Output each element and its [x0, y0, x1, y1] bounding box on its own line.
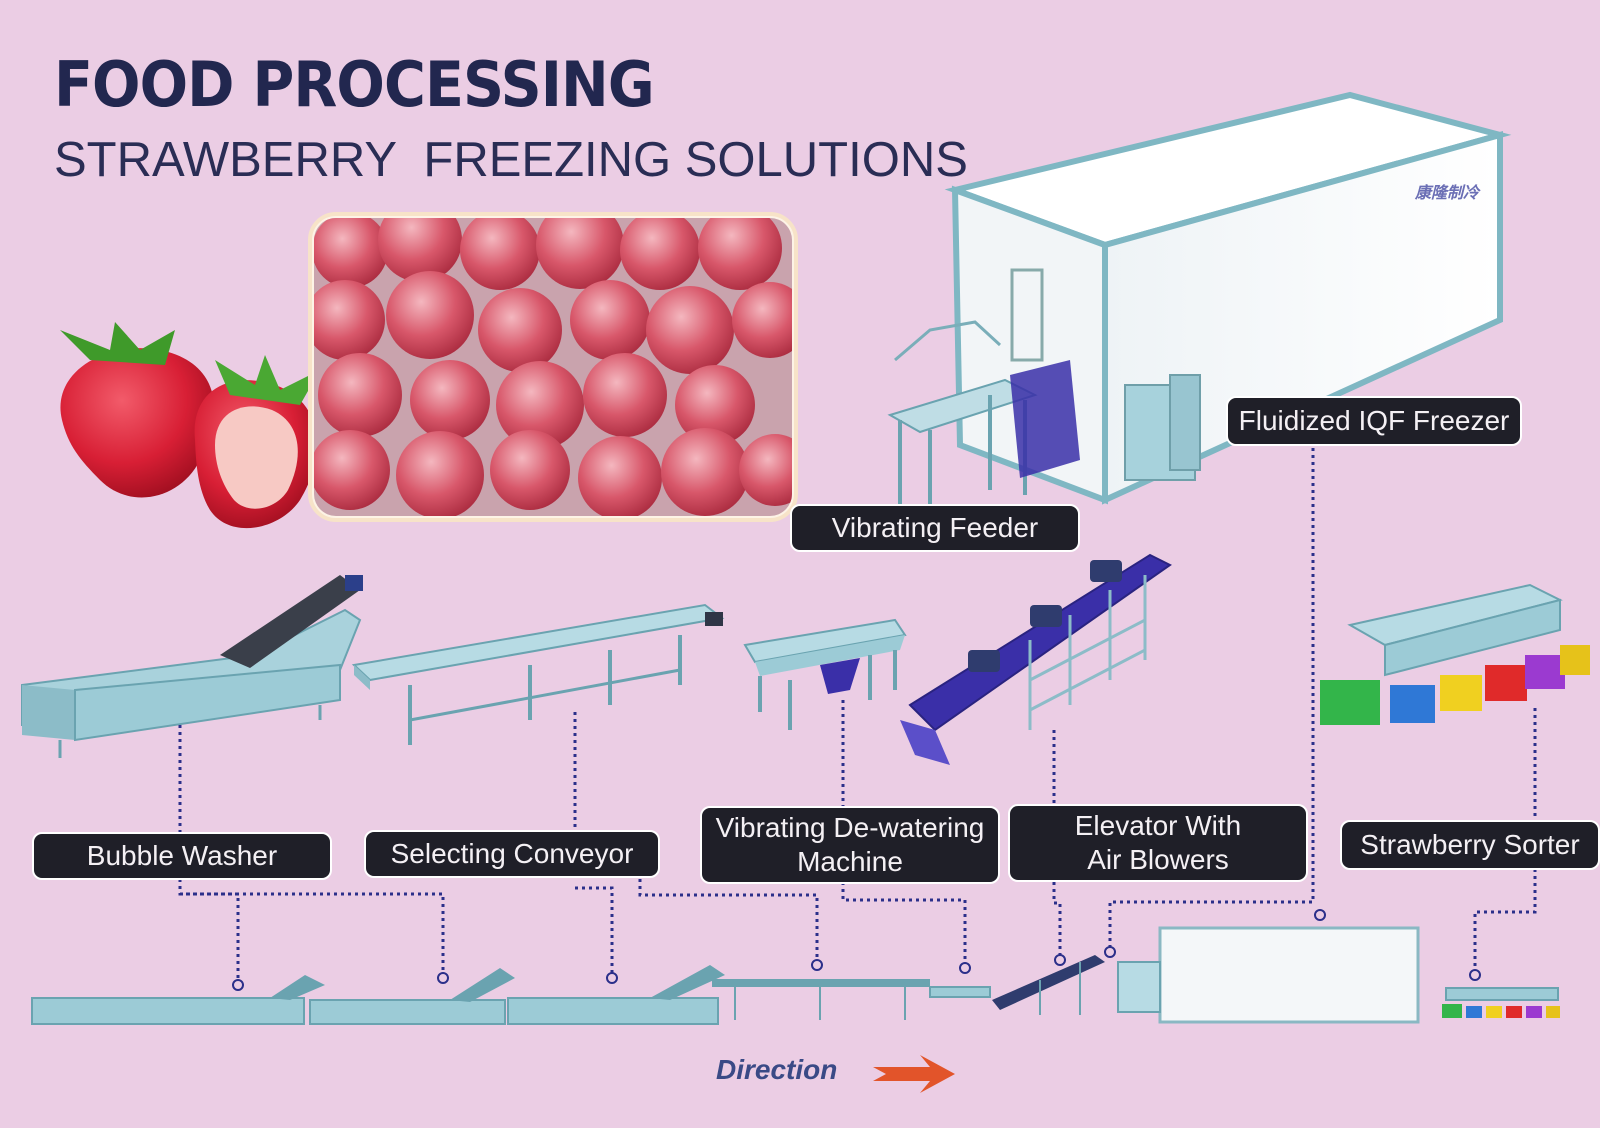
- label-strawberry-sorter: Strawberry Sorter: [1340, 820, 1600, 870]
- connector-lines: [178, 448, 1537, 985]
- connector-dewatering-a: [638, 872, 819, 965]
- label-bubble-washer: Bubble Washer: [32, 832, 332, 880]
- direction-arrow-icon: [873, 1055, 955, 1093]
- selecting-conveyor-illustration: [351, 603, 725, 745]
- page-title: FOOD PROCESSING: [54, 48, 655, 121]
- direction-label: Direction: [716, 1054, 838, 1085]
- iqf-freezer-illustration: 康隆制冷: [887, 91, 1512, 530]
- label-fluidized-iqf-freezer: Fluidized IQF Freezer: [1226, 396, 1522, 446]
- connector-elevator-a: [841, 882, 967, 968]
- connector-endpoints: [232, 909, 1481, 991]
- label-elevator-with-air-blowers: Elevator With Air Blowers: [1008, 804, 1308, 882]
- connector-sorter: [1473, 708, 1537, 975]
- connector-freezer: [1108, 448, 1315, 952]
- vibrating-dewatering-illustration: [743, 618, 907, 730]
- company-logo: 康隆制冷: [1414, 183, 1481, 202]
- label-vibrating-dewatering-machine: Vibrating De-watering Machine: [700, 806, 1000, 884]
- connector-elevator-c: [1052, 882, 1062, 960]
- frozen-strawberries-photo: [308, 212, 798, 522]
- production-line-overview: [31, 926, 1560, 1025]
- bubble-washer-illustration: [21, 575, 363, 758]
- strawberry-sorter-illustration: [1320, 583, 1590, 725]
- connector-selecting-conveyor-b: [180, 892, 445, 978]
- fresh-strawberries-illustration: [60, 322, 320, 529]
- elevator-illustration: [900, 553, 1172, 765]
- label-selecting-conveyor: Selecting Conveyor: [364, 830, 660, 878]
- page-subtitle: STRAWBERRY FREEZING SOLUTIONS: [54, 133, 968, 187]
- connector-selecting-conveyor-c: [575, 886, 614, 978]
- label-vibrating-feeder: Vibrating Feeder: [790, 504, 1080, 552]
